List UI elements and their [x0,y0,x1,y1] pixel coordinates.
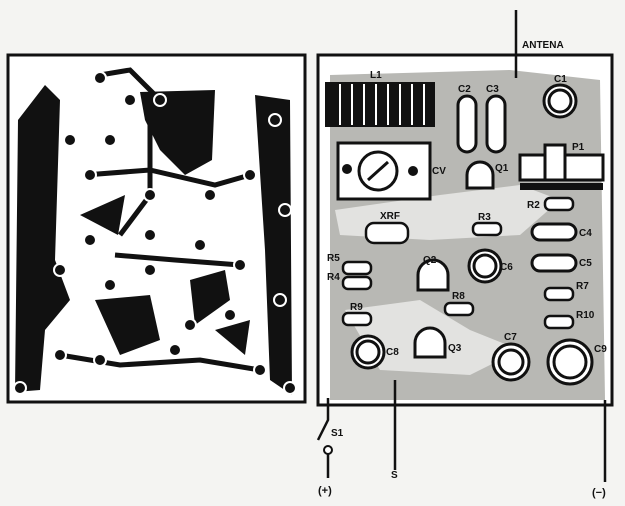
potentiometer-p1 [518,143,605,190]
antenna-label: ANTENA [522,40,564,51]
label-r10: R10 [576,310,595,321]
label-r7: R7 [576,281,589,292]
transistors [413,160,495,359]
label-r3: R3 [478,212,491,223]
label-q1: Q1 [495,163,509,174]
label-r8: R8 [452,291,465,302]
label-c9: C9 [594,344,607,355]
label-negative: (−) [592,487,606,499]
label-positive: (+) [318,485,332,497]
wire-leads [316,10,607,482]
label-c5: C5 [579,258,592,269]
label-xrf: XRF [380,211,400,222]
label-c4: C4 [579,228,592,239]
label-s1: S1 [331,428,344,439]
resistors [341,196,575,330]
label-c6: C6 [500,262,513,273]
label-r2: R2 [527,200,540,211]
trimmer-capacitor-cv [336,141,432,201]
coil-l1 [325,82,435,127]
pcb-copper-side [6,53,307,404]
electrolytic-capacitors [350,83,594,386]
switch-terminal [323,445,333,455]
label-c2: C2 [458,84,471,95]
label-r9: R9 [350,302,363,313]
capacitors-c4-c5 [530,222,578,273]
label-c8: C8 [386,347,399,358]
label-c1: C1 [554,74,567,85]
label-s: S [391,470,398,481]
capacitors-c2-c3 [456,94,507,154]
label-c7: C7 [504,332,517,343]
label-cv: CV [432,166,446,177]
label-p1: P1 [572,142,585,153]
label-c3: C3 [486,84,499,95]
label-l1: L1 [370,70,382,81]
label-r4: R4 [327,272,340,283]
label-r5: R5 [327,253,340,264]
label-q3: Q3 [448,343,462,354]
label-q2: Q2 [423,255,437,266]
